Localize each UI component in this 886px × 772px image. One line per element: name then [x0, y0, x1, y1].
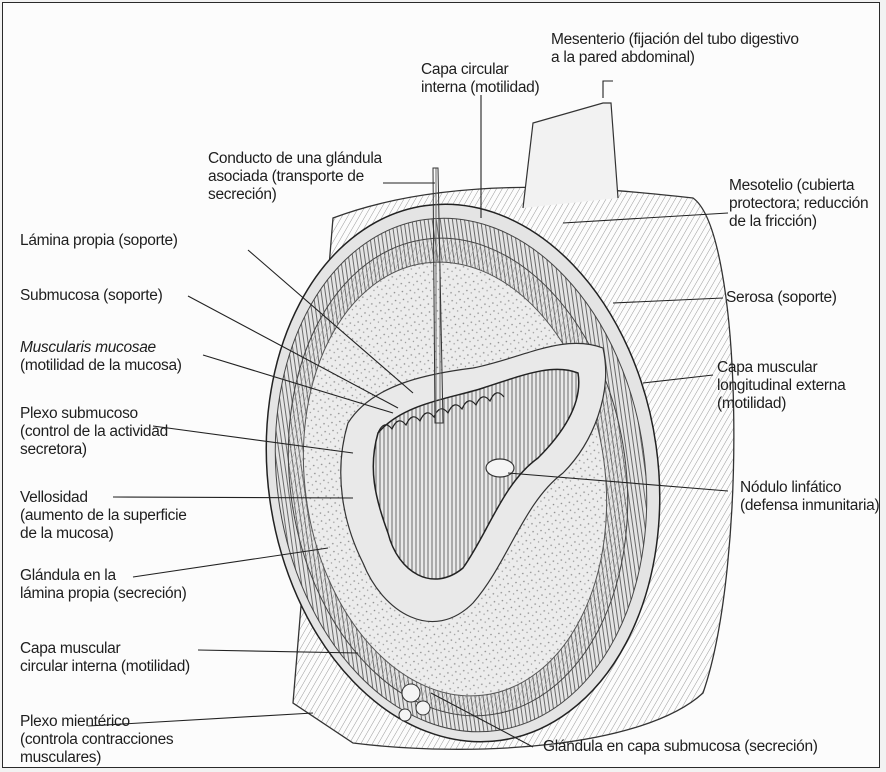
mesentery: [523, 103, 618, 208]
label-nodulo-linfatico: Nódulo linfático(defensa inmunitaria): [740, 479, 879, 515]
label-muscularis-mucosae: Muscularis mucosae(motilidad de la mucos…: [20, 339, 182, 375]
label-serosa: Serosa (soporte): [726, 289, 837, 307]
label-lamina-propia: Lámina propia (soporte): [20, 232, 178, 250]
label-glandula-submucosa: Glándula en capa submucosa (secreción): [543, 738, 818, 756]
lymphatic-nodule: [486, 459, 514, 477]
label-submucosa: Submucosa (soporte): [20, 287, 162, 305]
